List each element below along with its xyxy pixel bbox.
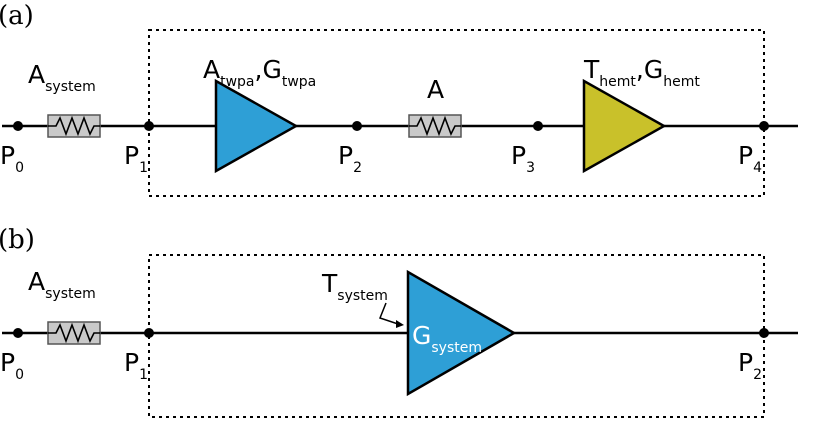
resistor-icon <box>48 322 100 344</box>
mid-attenuator-label: A <box>427 75 444 104</box>
system-temperature-label: Tsystem <box>321 269 388 304</box>
port-node-p2 <box>352 121 362 131</box>
hemt-label: Themt,Ghemt <box>583 55 700 90</box>
temperature-pointer-arrow <box>379 302 399 325</box>
resistor-icon <box>48 115 100 137</box>
system-boundary-box <box>148 29 765 197</box>
port-node-p1 <box>144 121 154 131</box>
resistor-icon <box>409 115 461 137</box>
panel-b: (b) Asystem Gsystem Tsystem P0 P1 P2 <box>0 225 798 418</box>
port-label-p1: P1 <box>124 348 148 383</box>
port-label-p3: P3 <box>511 141 535 176</box>
arrow-head-icon <box>396 320 404 328</box>
port-label-p2: P2 <box>738 348 762 383</box>
port-label-p4: P4 <box>738 141 762 176</box>
input-attenuator <box>47 114 101 138</box>
port-node-p2 <box>759 328 769 338</box>
panel-a-label: (a) <box>0 1 34 31</box>
port-node-p4 <box>759 121 769 131</box>
port-label-p0: P0 <box>0 348 24 383</box>
input-attenuator-label: Asystem <box>28 60 96 95</box>
system-amplifier-icon <box>406 269 517 397</box>
port-node-p0 <box>13 121 23 131</box>
twpa-amplifier-icon <box>214 78 299 174</box>
port-label-p1: P1 <box>124 141 148 176</box>
mid-attenuator <box>408 114 462 138</box>
hemt-amplifier-icon <box>582 78 667 174</box>
port-label-p2: P2 <box>338 141 362 176</box>
panel-a: (a) Asystem Atwpa,Gtwpa A Themt,Ghemt P0… <box>0 1 798 197</box>
twpa-label: Atwpa,Gtwpa <box>203 55 316 90</box>
port-node-p0 <box>13 328 23 338</box>
port-node-p1 <box>144 328 154 338</box>
port-label-p0: P0 <box>0 141 24 176</box>
port-node-p3 <box>533 121 543 131</box>
panel-b-label: (b) <box>0 225 35 255</box>
input-attenuator <box>47 321 101 345</box>
input-attenuator-label: Asystem <box>28 267 96 302</box>
system-gain-label: Gsystem <box>412 321 482 356</box>
